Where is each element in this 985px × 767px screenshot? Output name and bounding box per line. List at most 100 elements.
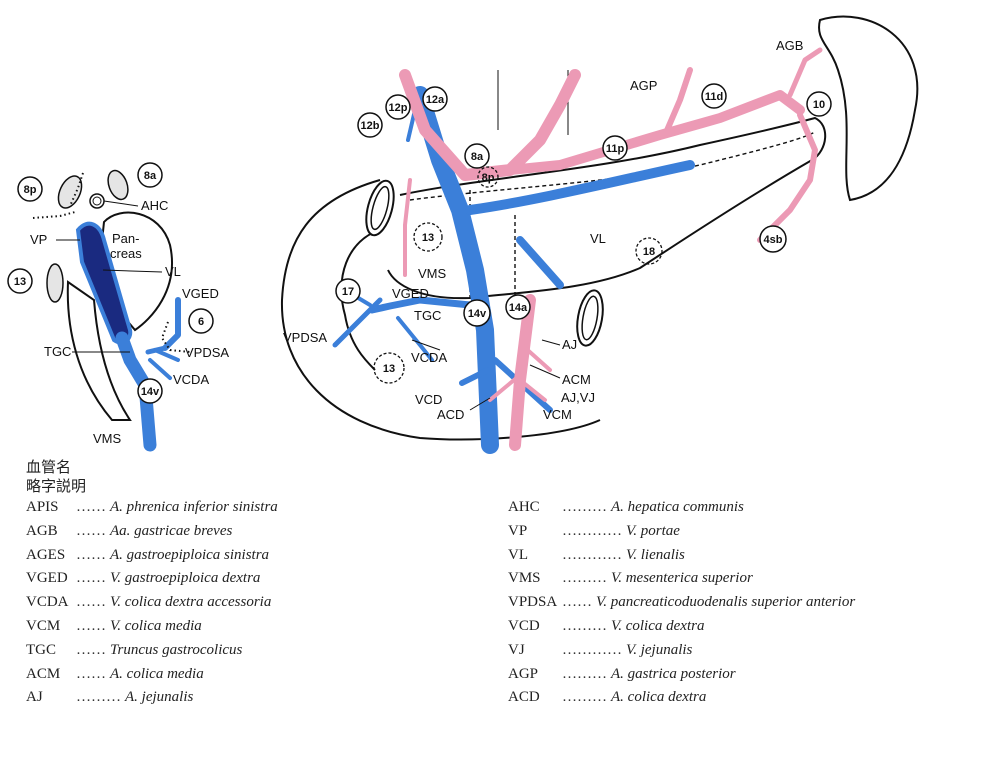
svg-text:6: 6: [198, 316, 204, 328]
legend-name: V. pancreaticoduodenalis superior anteri…: [596, 594, 855, 611]
duodenum-lumen: [361, 178, 399, 238]
legend-row: AJ………A. jejunalis: [26, 689, 278, 713]
label-aj: AJ: [562, 337, 577, 352]
legend-row: ACD………A. colica dextra: [508, 689, 855, 713]
legend-row: VL…………V. lienalis: [508, 547, 855, 571]
svg-text:13: 13: [383, 363, 395, 375]
label-vged: VGED: [392, 286, 429, 301]
legend-abbr: VCD: [508, 618, 556, 635]
legend-row: AGES ……A. gastroepiploica sinistra: [26, 547, 278, 571]
label-vl: VL: [165, 264, 181, 279]
node-13: 13: [8, 269, 32, 293]
svg-text:14v: 14v: [141, 386, 160, 398]
legend-dots: ………: [562, 666, 607, 683]
legend-row: TGC……Truncus gastrocolicus: [26, 642, 278, 666]
label-vp: VP: [30, 232, 47, 247]
legend-row: VCM ……V. colica media: [26, 618, 278, 642]
legend-name: V. portae: [626, 523, 680, 540]
node-13-upper: 13: [414, 223, 442, 251]
legend-name: A. colica media: [110, 666, 204, 683]
label-aj-vj: AJ,VJ: [561, 390, 595, 405]
legend-dots: ……: [76, 570, 106, 587]
legend-abbr: AHC: [508, 499, 556, 516]
legend-dots: …………: [562, 642, 622, 659]
node-13-shape: [47, 264, 63, 302]
node-8a: 8a: [465, 144, 489, 168]
legend-row: AHC ………A. hepatica communis: [508, 499, 855, 523]
label-pancreas-top: Pan-: [112, 231, 139, 246]
svg-text:13: 13: [422, 232, 434, 244]
legend-name: V. colica media: [110, 618, 202, 635]
legend-row: APIS……A. phrenica inferior sinistra: [26, 499, 278, 523]
svg-text:17: 17: [342, 286, 354, 298]
svg-text:14v: 14v: [468, 308, 487, 320]
legend-dots: ………: [562, 499, 607, 516]
label-vcd: VCD: [415, 392, 442, 407]
splenic-distal: [760, 115, 815, 240]
legend-name: A. hepatica communis: [611, 499, 744, 516]
svg-text:13: 13: [14, 276, 26, 288]
legend-dots: ……: [76, 666, 106, 683]
label-acd: ACD: [437, 407, 464, 422]
label-vcm: VCM: [543, 407, 572, 422]
legend-name: V. jejunalis: [626, 642, 692, 659]
node-13-lower: 13: [374, 353, 404, 383]
node-6: 6: [189, 309, 213, 333]
legend-row: VCD………V. colica dextra: [508, 618, 855, 642]
label-agp: AGP: [630, 78, 657, 93]
legend-name: A. gastroepiploica sinistra: [110, 547, 269, 564]
legend-abbr: APIS: [26, 499, 70, 516]
ahc-artery-section: [90, 194, 104, 208]
legend-abbr: VPDSA: [508, 594, 556, 611]
leader-vcda: [412, 340, 440, 350]
jejunum-lumen: [573, 288, 606, 347]
svg-text:12a: 12a: [426, 94, 445, 106]
svg-text:10: 10: [813, 99, 825, 111]
node-17: 17: [336, 279, 360, 303]
label-ahc: AHC: [141, 198, 168, 213]
legend-row: VCDA……V. colica dextra accessoria: [26, 594, 278, 618]
legend-abbr: VL: [508, 547, 556, 564]
vpdsa-vein: [155, 350, 178, 360]
svg-text:11p: 11p: [606, 143, 625, 155]
legend-name: A. jejunalis: [125, 689, 193, 706]
legend-row: ACM……A. colica media: [26, 666, 278, 690]
svg-text:8a: 8a: [144, 170, 157, 182]
spleen-outline: [819, 17, 917, 200]
legend-name: V. mesenterica superior: [611, 570, 753, 587]
legend-dots: ……: [562, 594, 592, 611]
legend-dots: ………: [562, 570, 607, 587]
label-vl: VL: [590, 231, 606, 246]
label-tgc: TGC: [44, 344, 71, 359]
legend-right-column: AHC………A. hepatica communisVP…………V. porta…: [508, 499, 855, 713]
legend-abbr: VCM: [26, 618, 70, 635]
legend-dots: ……: [76, 618, 106, 635]
legend-name: Aa. gastricae breves: [110, 523, 232, 540]
legend-dots: ……: [76, 594, 106, 611]
node-18: 18: [636, 238, 662, 264]
node-12p: 12p: [386, 95, 410, 119]
legend-abbr: VGED: [26, 570, 70, 587]
legend-abbr: TGC: [26, 642, 70, 659]
svg-text:8a: 8a: [471, 151, 484, 163]
label-agb: AGB: [776, 38, 803, 53]
legend-abbr: AGES: [26, 547, 70, 564]
node-8a: 8a: [138, 163, 162, 187]
node-12b: 12b: [358, 113, 382, 137]
node-8a-shape: [104, 168, 131, 202]
node-14a: 14a: [506, 295, 530, 319]
legend: 血管名 略字説明 APIS……A. phrenica inferior sini…: [26, 459, 976, 497]
svg-text:8p: 8p: [24, 184, 37, 196]
label-tgc: TGC: [414, 308, 441, 323]
legend-row: VPDSA ……V. pancreaticoduodenalis superior…: [508, 594, 855, 618]
node-14v: 14v: [138, 379, 162, 403]
legend-dots: ……: [76, 547, 106, 564]
label-vcda: VCDA: [411, 350, 447, 365]
agb-artery: [790, 50, 820, 95]
vein-branch: [520, 240, 560, 285]
legend-heading: 血管名: [26, 459, 976, 478]
legend-dots: ……: [76, 499, 106, 516]
anatomy-figure: 8p 8a 13 6 14v AHC VP Pan- creas VL VGED…: [0, 0, 985, 460]
label-vms: VMS: [418, 266, 447, 281]
legend-row: AGP………A. gastrica posterior: [508, 666, 855, 690]
